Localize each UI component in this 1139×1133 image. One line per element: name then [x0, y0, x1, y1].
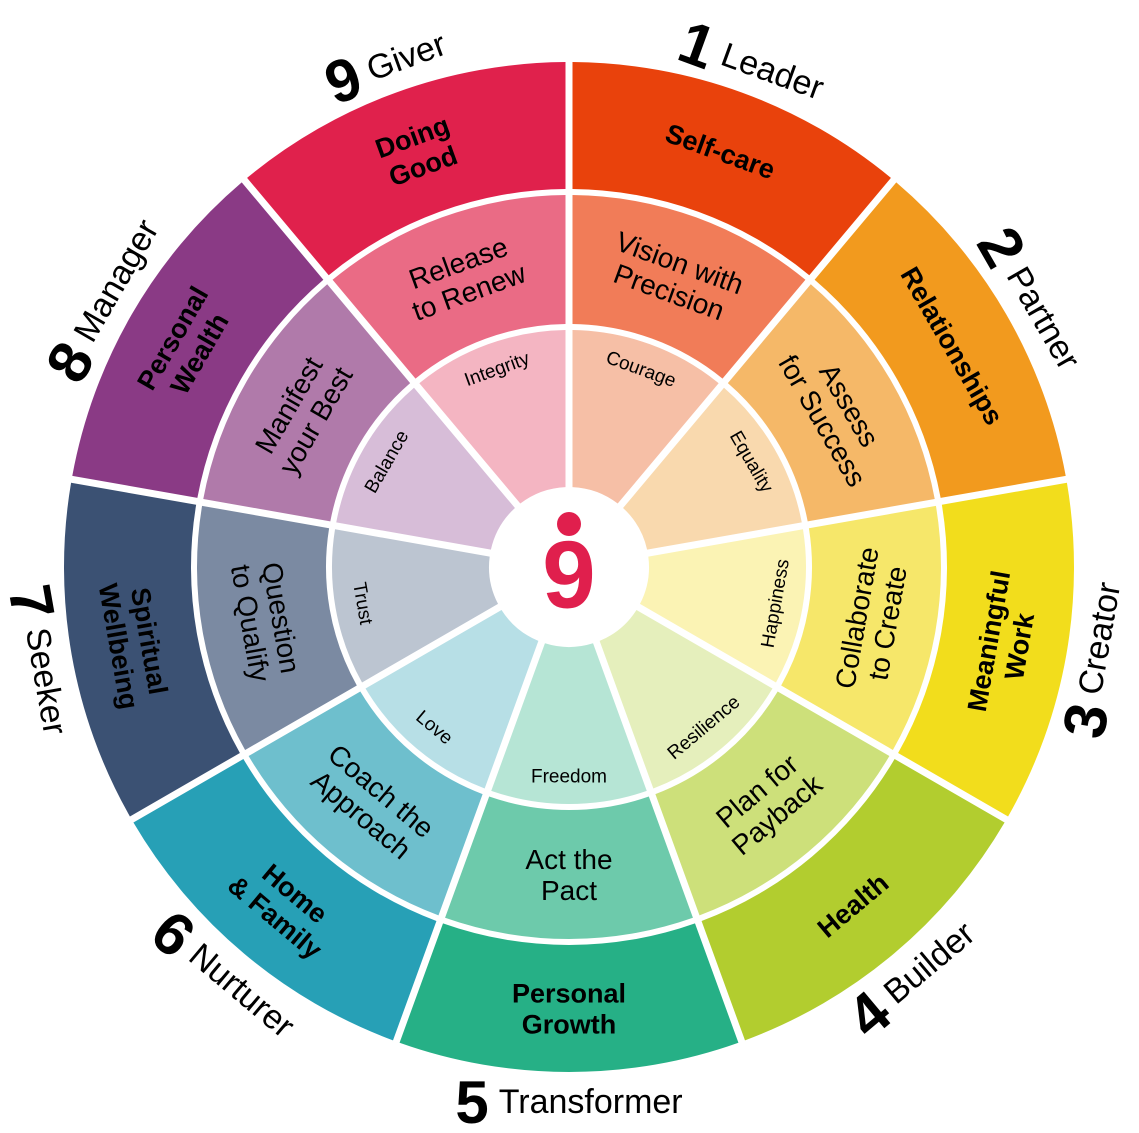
- middle-segment-8: [203, 284, 411, 522]
- inner-segment-9: [419, 330, 566, 504]
- outer-segment-3: [898, 482, 1074, 817]
- middle-segment-2: [727, 284, 935, 522]
- value-label-group: Freedom: [531, 767, 607, 788]
- outer-segment-1: [572, 62, 891, 276]
- role-name: Giver: [362, 25, 451, 88]
- outer-segment-7: [64, 482, 240, 817]
- middle-segment-3: [781, 505, 941, 750]
- middle-segment-7: [196, 505, 357, 750]
- inner-segment-2: [623, 387, 802, 550]
- outer-segment-2: [814, 182, 1066, 498]
- outer-segment-8: [72, 182, 324, 498]
- role-label: 5 Transformer: [455, 1069, 682, 1133]
- role-number: 5: [455, 1069, 488, 1133]
- inner-segment-6: [365, 609, 539, 789]
- practice-label: Pact: [541, 875, 597, 906]
- wheel-rings: [64, 62, 1074, 1073]
- role-name: Transformer: [499, 1083, 683, 1121]
- middle-segment-5: [445, 796, 693, 939]
- role-number: 7: [0, 580, 68, 625]
- role-group: 5 Transformer: [455, 1069, 682, 1133]
- outer-segment-5: [399, 923, 739, 1073]
- outer-segment-6: [133, 759, 437, 1041]
- role-name: Creator: [1071, 579, 1128, 697]
- inner-segment-7: [332, 529, 499, 683]
- outer-segment-9: [247, 62, 566, 276]
- logo-nine: 9: [542, 522, 595, 629]
- logo-dot-icon: [557, 512, 581, 536]
- inner-segment-5: [491, 643, 647, 804]
- life-area-label: Personal: [512, 979, 626, 1009]
- middle-segment-6: [248, 691, 483, 916]
- inner-segment-4: [599, 609, 773, 789]
- center-logo: 9: [493, 491, 645, 643]
- middle-segment-1: [572, 195, 806, 379]
- practice-label: Act the: [525, 844, 612, 875]
- life-area-label: Growth: [522, 1010, 617, 1040]
- inner-segment-1: [572, 330, 719, 504]
- inner-segment-3: [639, 529, 806, 683]
- middle-segment-4: [655, 691, 890, 916]
- value-label: Freedom: [531, 767, 607, 788]
- inner-segment-8: [336, 387, 515, 550]
- role-name: Seeker: [18, 625, 74, 738]
- outer-segment-4: [701, 759, 1005, 1041]
- middle-segment-9: [332, 195, 566, 379]
- center-disc: [493, 491, 645, 643]
- role-number: 3: [1049, 698, 1121, 743]
